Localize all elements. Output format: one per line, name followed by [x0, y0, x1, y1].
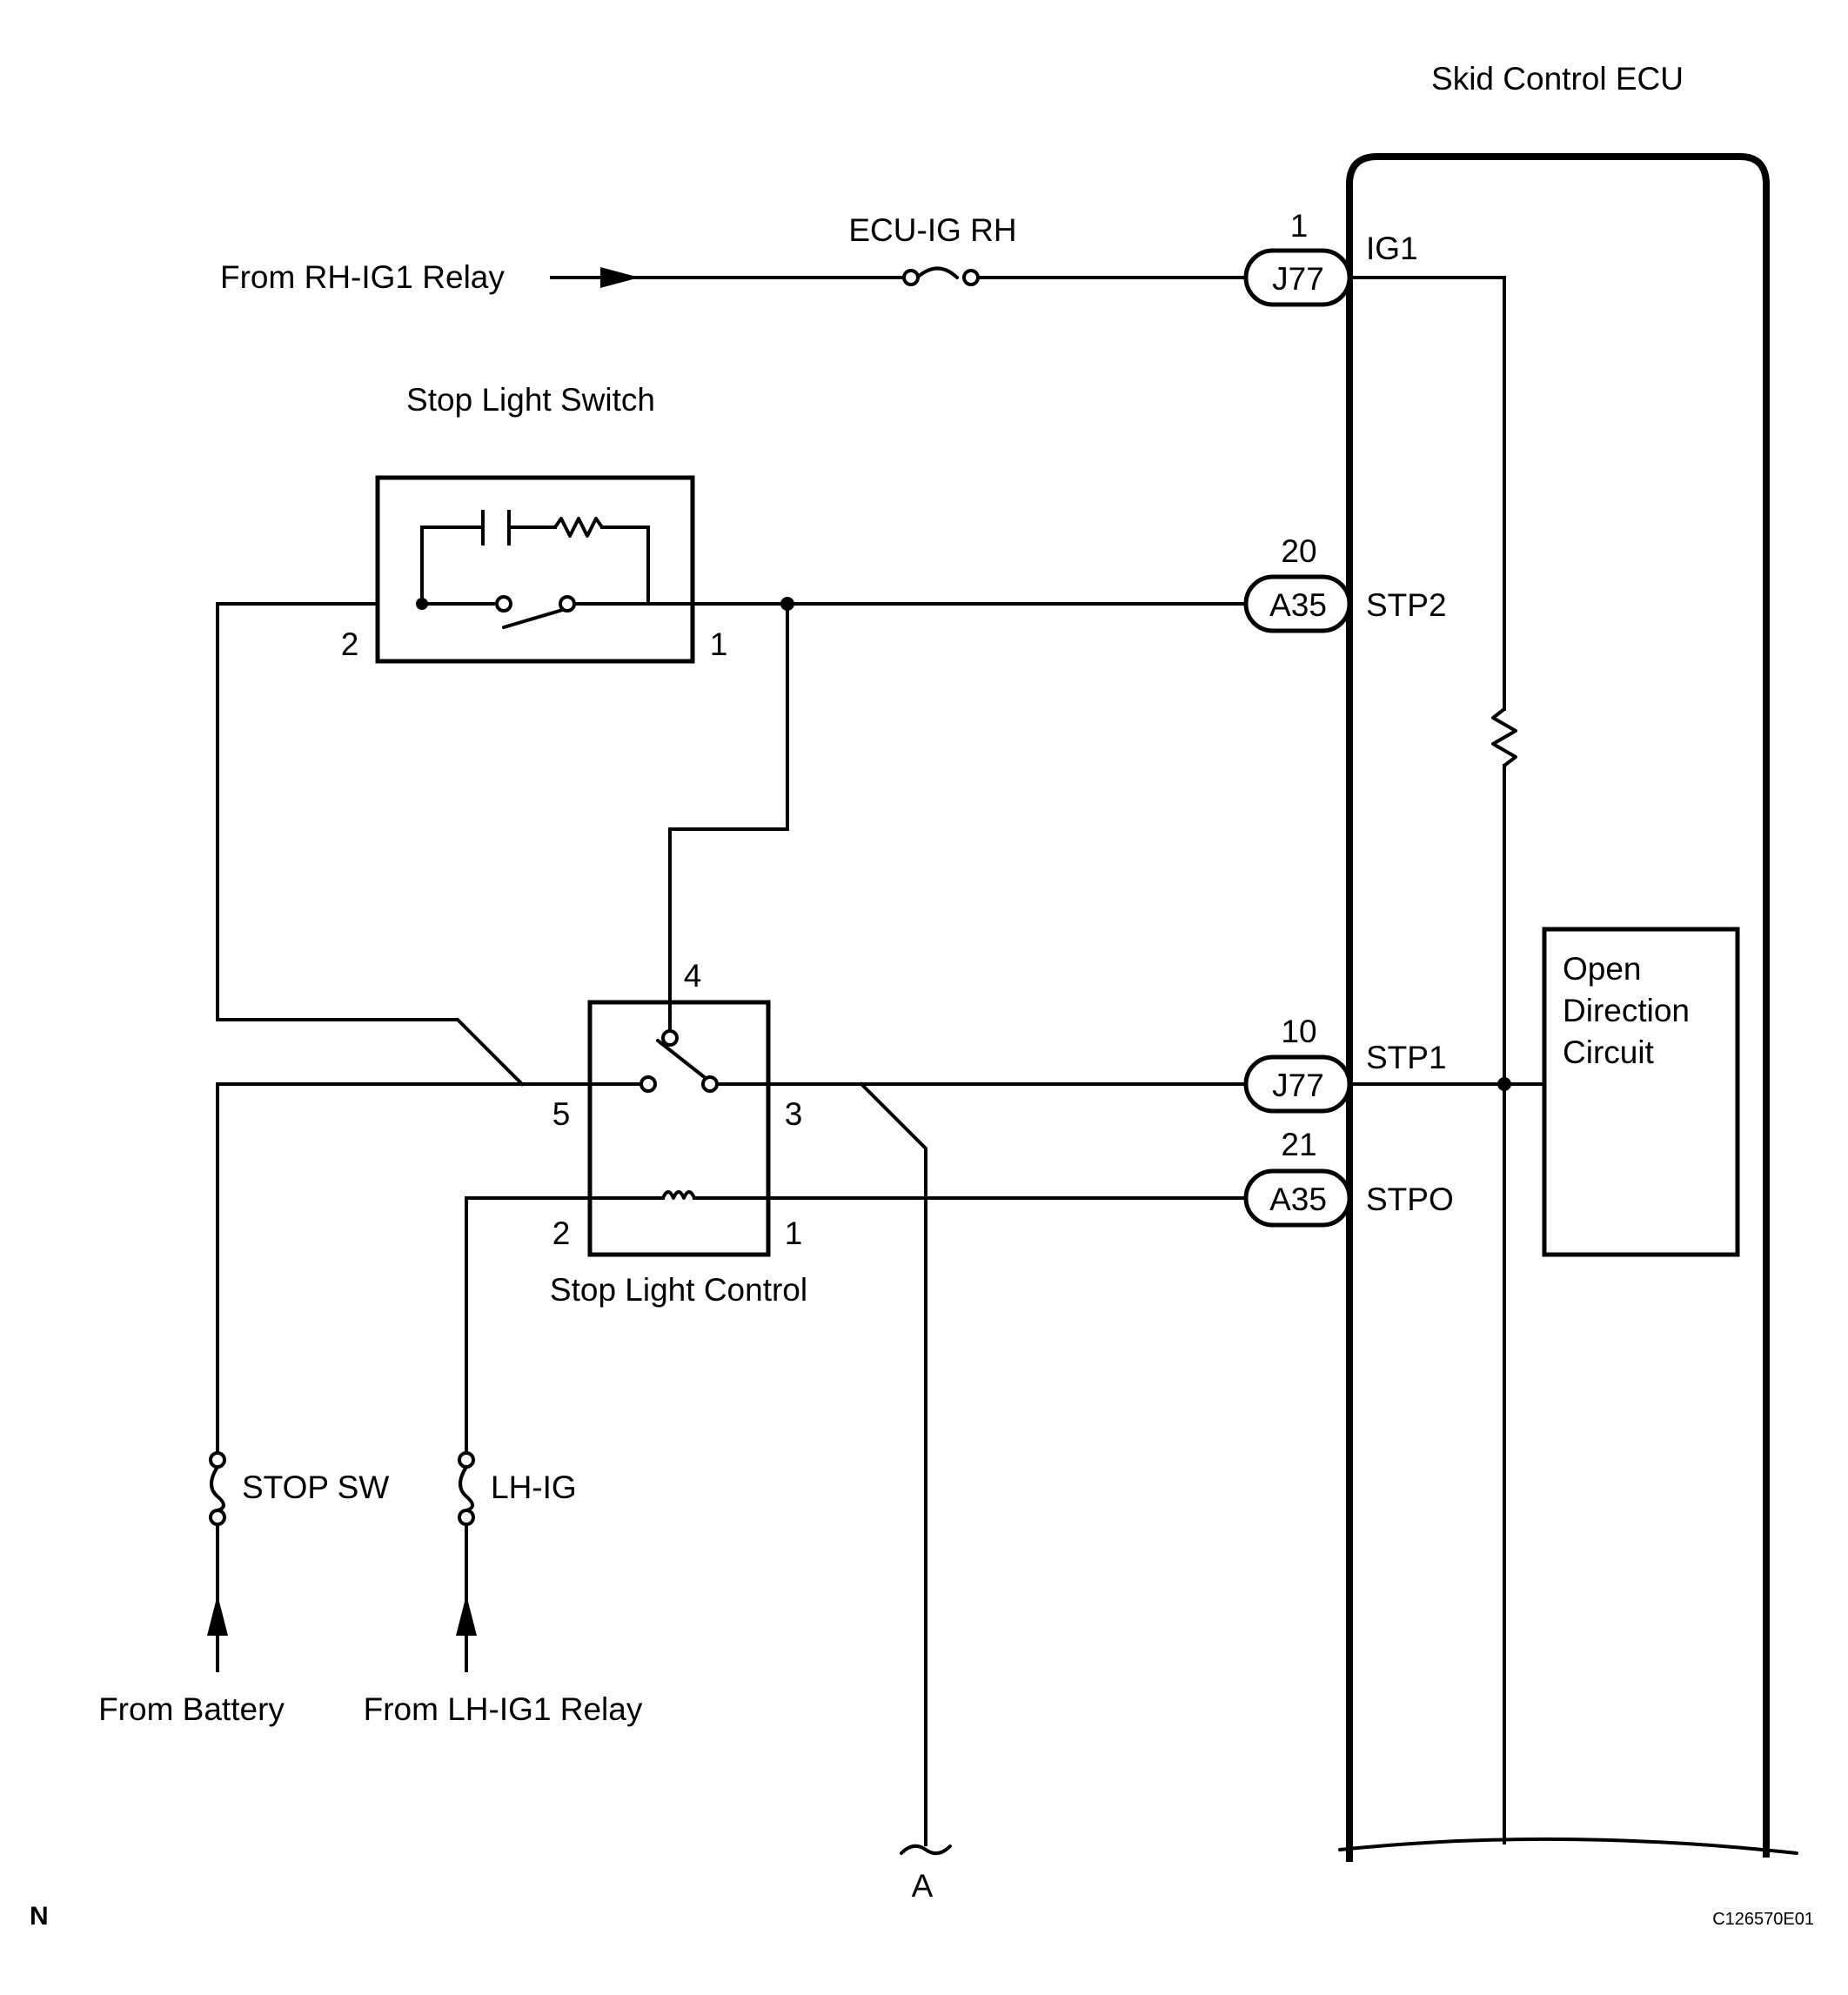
connector-pin-number: 20 [1281, 533, 1316, 569]
circuit-label-line-3: Circuit [1563, 1034, 1655, 1070]
off-page-label: A [912, 1868, 934, 1904]
stop-sw-fuse-wire [216, 1082, 643, 1455]
relay-contact-icon [661, 1029, 679, 1047]
open-direction-circuit: Open Direction Circuit [1542, 927, 1740, 1257]
stop-light-switch-pin-1: 1 [710, 626, 728, 662]
stop-light-control-title: Stop Light Control [550, 1272, 807, 1308]
lh-ig-fuse-wire [465, 1196, 665, 1455]
arrow-right-icon [600, 267, 639, 288]
connector-signal: STP2 [1366, 587, 1447, 623]
ig1-internal-wire [1348, 276, 1506, 711]
ig1-circuit: From RH-IG1 Relay ECU-IG RH [220, 212, 1517, 1844]
ecu-break-line [1338, 1837, 1798, 1855]
stop-light-switch: Stop Light Switch 2 1 [341, 382, 728, 664]
connector-shape [1243, 1054, 1352, 1114]
connector-stp1: 10 J77 STP1 [1243, 1014, 1447, 1114]
fuse-ecu-ig-rh [902, 266, 980, 286]
connector-code: A35 [1269, 587, 1327, 623]
switch-blade-icon [502, 607, 567, 629]
ecu-title: Skid Control ECU [1431, 61, 1684, 97]
connector-pin-number: 21 [1281, 1127, 1316, 1162]
resistor-icon [553, 517, 604, 538]
wire-break-icon [900, 1844, 952, 1856]
connector-ig1: 1 J77 IG1 [1243, 208, 1418, 307]
fuse-ecu-ig-rh-label: ECU-IG RH [848, 212, 1016, 248]
arrow-up-icon [207, 1595, 228, 1636]
connector-code: A35 [1269, 1182, 1327, 1217]
fuse-icon [210, 1465, 225, 1512]
source-rh-ig1-relay: From RH-IG1 Relay [220, 259, 505, 295]
connector-shape [1243, 248, 1352, 307]
connector-pin-number: 1 [1290, 208, 1309, 244]
stop-light-switch-pin-2: 2 [341, 626, 359, 662]
stop-light-control-pin-4: 4 [684, 958, 702, 994]
stop-light-control-pin-2: 2 [552, 1215, 571, 1251]
switch-contact-icon [495, 595, 512, 613]
connector-pin-number: 10 [1281, 1014, 1316, 1049]
connector-shape [1243, 1168, 1352, 1228]
stop-light-control-box [587, 1000, 771, 1257]
stop-switch-left-wire [216, 602, 525, 1087]
fuse-lh-ig: LH-IG From LH-IG1 Relay [364, 1451, 643, 1727]
stop-light-control-pin-3: 3 [785, 1096, 803, 1132]
connector-code: J77 [1272, 1068, 1324, 1103]
connector-shape [1243, 574, 1352, 633]
stop-light-control-pin-5: 5 [552, 1096, 571, 1132]
stp2-circuit [216, 597, 1248, 1087]
ecu-outline [1346, 153, 1770, 1862]
stop-light-control-pin4-wire [668, 602, 789, 1034]
connector-signal: IG1 [1366, 231, 1418, 266]
circuit-label-line-2: Direction [1563, 993, 1690, 1028]
relay-blade-icon [656, 1039, 708, 1081]
connector-signal: STP1 [1366, 1040, 1447, 1075]
skid-control-ecu: Skid Control ECU [1338, 61, 1798, 1862]
stop-light-switch-title: Stop Light Switch [406, 382, 655, 418]
connector-code: J77 [1272, 261, 1324, 297]
fuse-icon [459, 1465, 474, 1512]
connector-stpo: 21 A35 STPO [1243, 1127, 1454, 1228]
fuse-stop-sw: STOP SW From Battery [98, 1451, 389, 1727]
source-battery: From Battery [98, 1691, 285, 1727]
off-page-connector-a: A [900, 1844, 952, 1904]
stp1-circuit [216, 1077, 1546, 1846]
arrow-up-icon [456, 1595, 477, 1636]
figure-code: C126570E01 [1712, 1910, 1814, 1929]
connector-signal: STPO [1366, 1182, 1454, 1217]
relay-coil-icon [661, 1190, 696, 1200]
pullup-resistor-icon [1491, 707, 1517, 767]
stop-light-control: 4 5 3 2 1 Stop Light Control [550, 958, 807, 1308]
stop-light-switch-box [375, 475, 695, 664]
open-direction-circuit-box [1542, 927, 1740, 1257]
fuse-lh-ig-label: LH-IG [491, 1469, 577, 1505]
fuse-stop-sw-label: STOP SW [242, 1469, 389, 1505]
stop-light-control-pin-1: 1 [785, 1215, 803, 1251]
source-lh-ig1-relay: From LH-IG1 Relay [364, 1691, 643, 1727]
corner-mark: N [30, 1902, 49, 1931]
stpo-circuit [465, 1196, 1248, 1455]
off-page-a-wire [859, 1081, 927, 1846]
connector-stp2: 20 A35 STP2 [1243, 533, 1447, 633]
circuit-label-line-1: Open [1563, 951, 1642, 987]
